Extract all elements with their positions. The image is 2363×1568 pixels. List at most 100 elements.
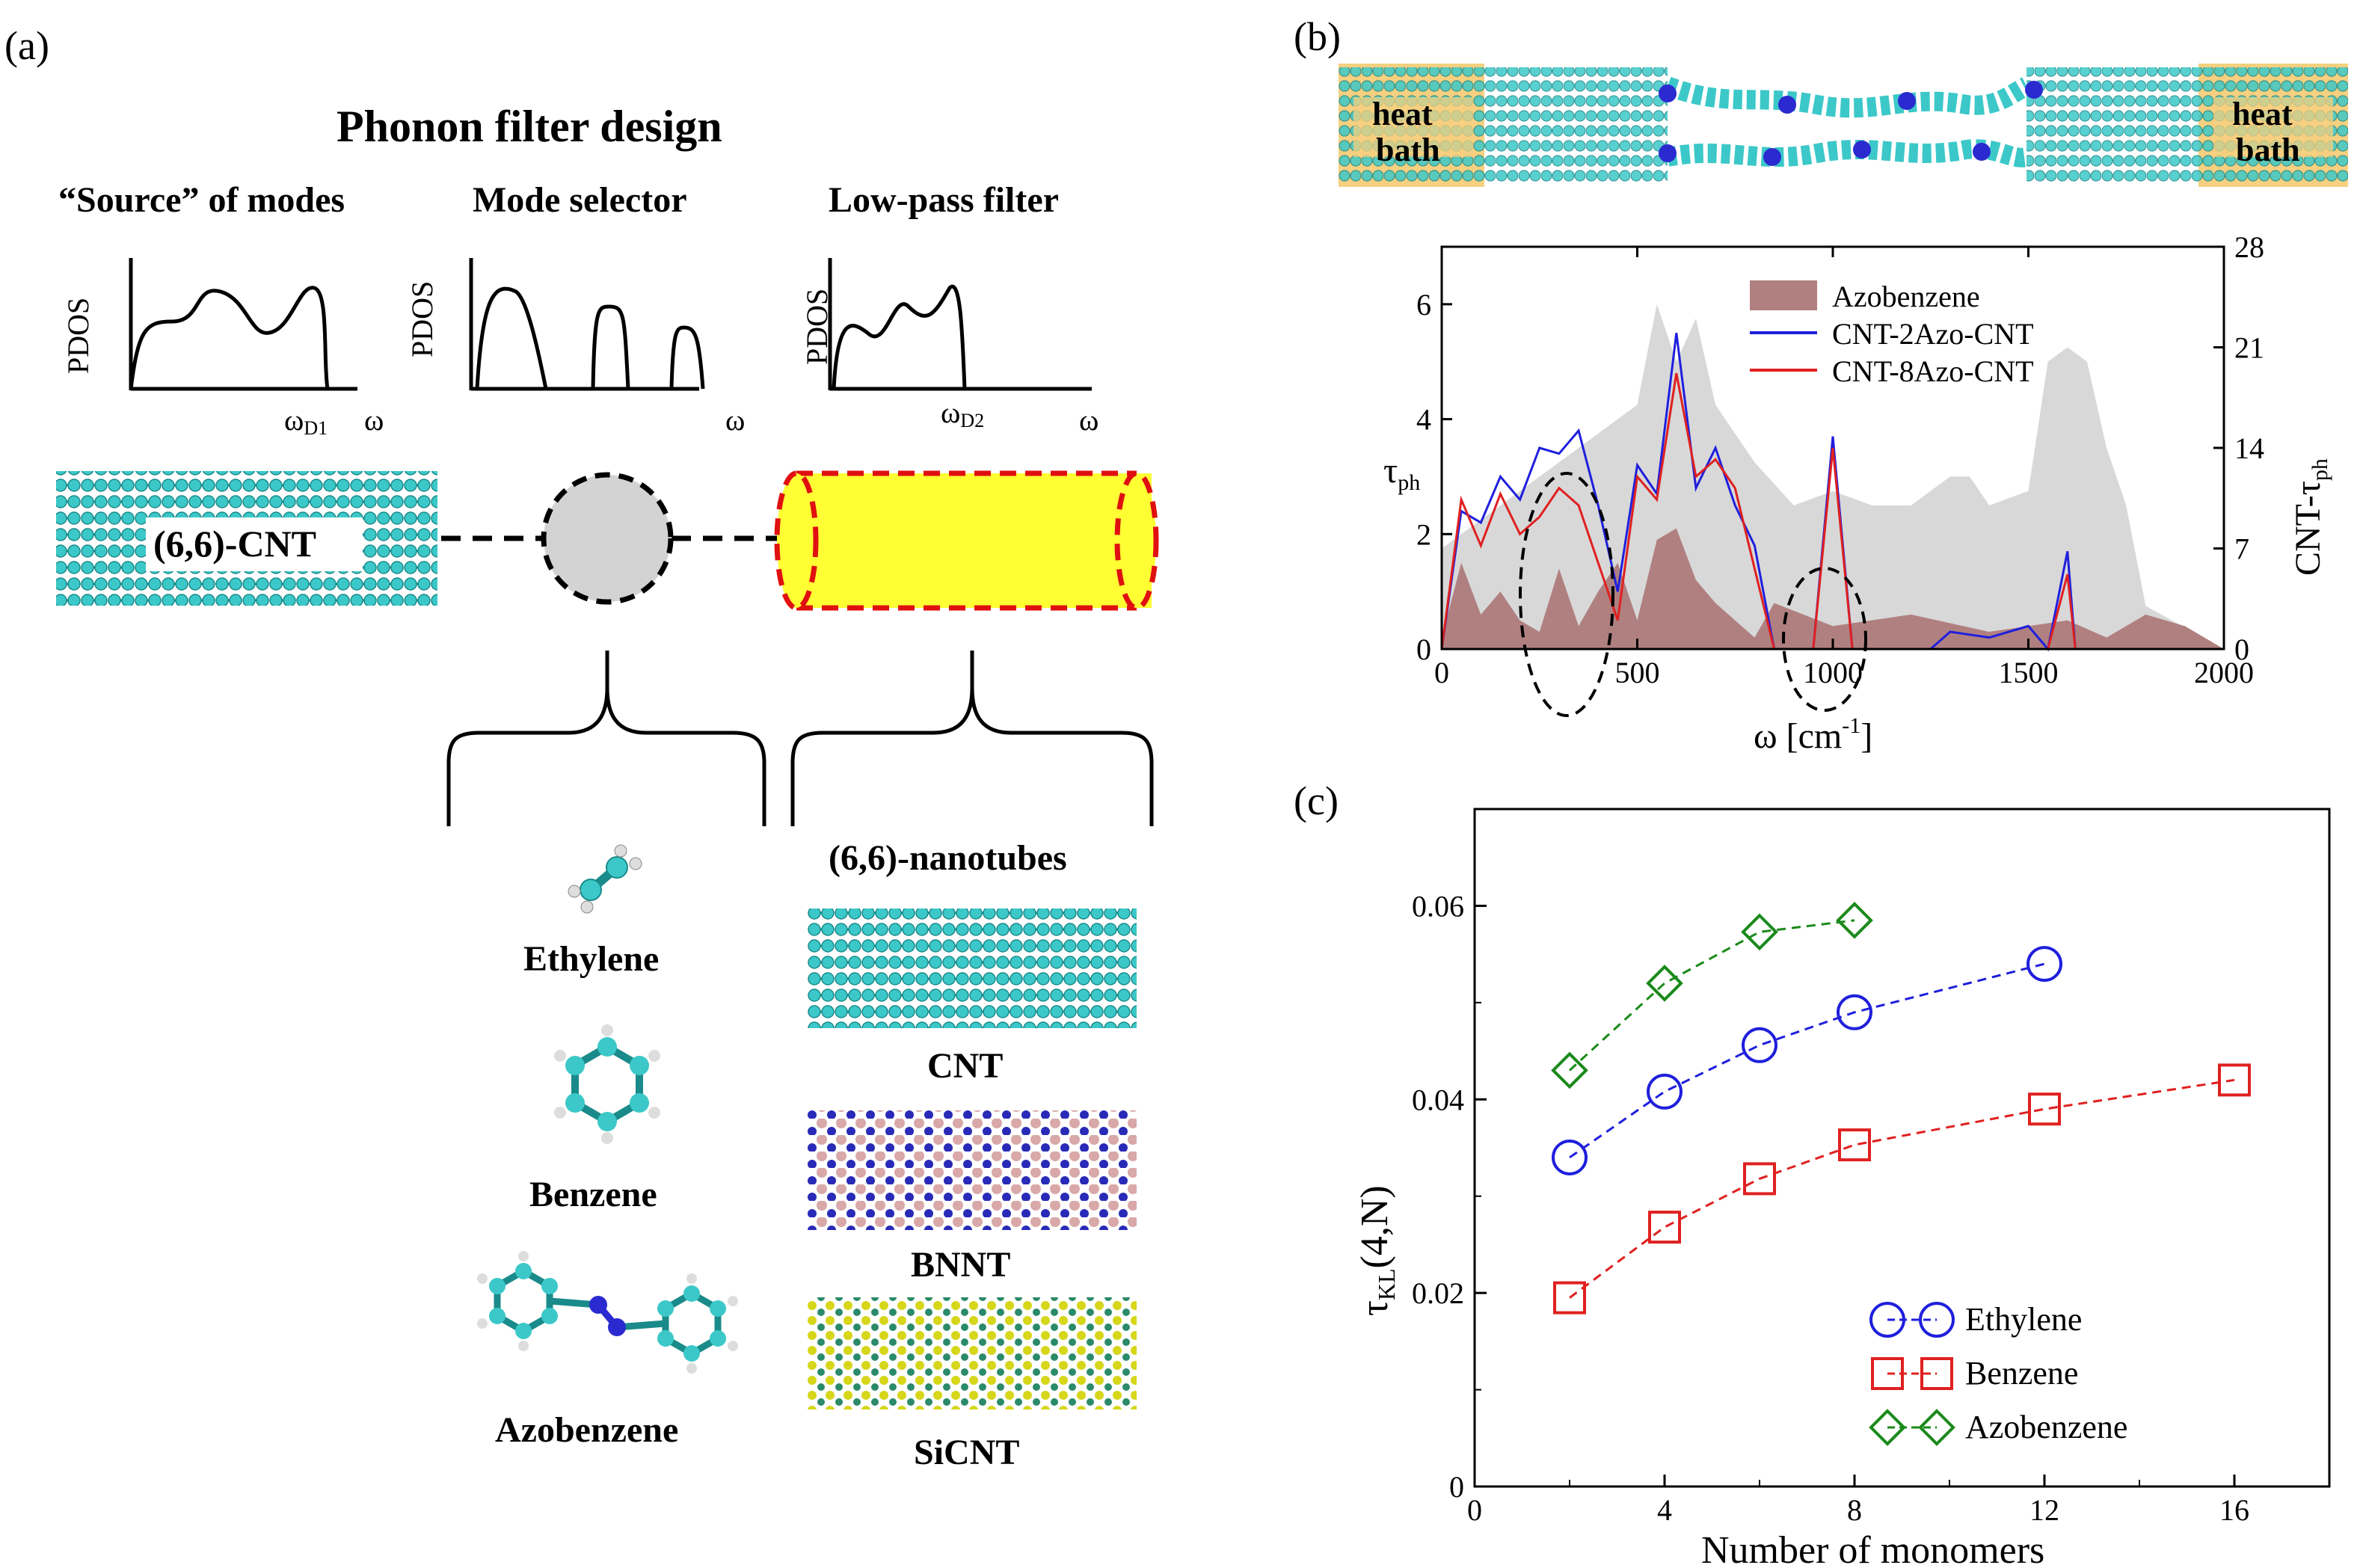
panel-a-graphics: PDOS ωD1 ω PDOS ω PDOS ωD2 ω	[56, 258, 1159, 1409]
data-point-ethylene	[1647, 1073, 1683, 1110]
molecule-label-benzene: Benzene	[529, 1175, 657, 1214]
series-line-azobenzene	[1568, 919, 1855, 1072]
molecule-label-azobenzene: Azobenzene	[495, 1410, 679, 1450]
bnnt-nanotube-image	[808, 1110, 1137, 1230]
y-tick-label: 0	[1449, 1470, 1464, 1504]
y-tick-label-left: 0	[1416, 633, 1431, 666]
pdos-label-1: PDOS	[61, 298, 95, 374]
benzene-molecule	[554, 1024, 660, 1144]
pdos-label-3: PDOS	[800, 289, 834, 365]
omega-axis-2: ω	[725, 403, 745, 437]
legend-label-benzene: Benzene	[1965, 1355, 2078, 1392]
heat-bath-right-word1: heat	[2232, 96, 2293, 132]
legend-marker-benzene	[1920, 1357, 1953, 1390]
data-point-ethylene	[1742, 1027, 1777, 1063]
cnt-nanotube-image	[808, 908, 1137, 1028]
data-point-benzene	[2218, 1063, 2251, 1097]
omega-d1: ωD1	[284, 403, 328, 439]
omega-axis-3: ω	[1079, 403, 1098, 437]
data-point-ethylene	[2026, 946, 2062, 983]
legend-label-8azo: CNT-8Azo-CNT	[1832, 354, 2034, 388]
low-pass-filter-cylinder	[774, 470, 1159, 611]
panel-a-title: Phonon filter design	[337, 102, 722, 151]
data-point-benzene	[2028, 1092, 2061, 1126]
ethylene-molecule	[568, 844, 642, 914]
legend-label-azobenzene: Azobenzene	[1965, 1409, 2127, 1445]
series-line-cnt-2azo-cnt	[1440, 333, 2224, 652]
azobenzene-molecule	[477, 1251, 738, 1374]
legend-label-2azo: CNT-2Azo-CNT	[1832, 317, 2034, 351]
data-point-benzene	[1553, 1281, 1586, 1315]
panel-b-structure: heat bath heat bath	[1339, 64, 2348, 187]
panel-c-ylabel: τKL(4,N)	[1353, 1185, 1400, 1316]
data-point-ethylene	[1552, 1139, 1588, 1175]
sicnt-nanotube-image	[808, 1297, 1137, 1409]
heat-bath-left-word2: bath	[1376, 132, 1440, 168]
data-point-benzene	[1648, 1211, 1681, 1244]
y-tick-label: 0.04	[1412, 1083, 1464, 1116]
y-tick-label-right: 21	[2234, 331, 2264, 365]
x-tick-label: 500	[1615, 656, 1660, 689]
heat-bath-right-word2: bath	[2236, 132, 2300, 168]
highlight-ellipse-2	[1782, 567, 1867, 712]
y-tick-label-right: 28	[2234, 230, 2264, 264]
heat-bath-left-word1: heat	[1372, 96, 1433, 132]
y-tick-label-right: 7	[2234, 532, 2249, 566]
y-tick-label-right: 14	[2234, 431, 2264, 465]
panel-b-ylabel-left: τph	[1383, 451, 1420, 495]
x-tick-label: 12	[2029, 1493, 2059, 1527]
brace-selector-left	[446, 651, 609, 826]
y-tick-label-left: 2	[1416, 517, 1431, 551]
data-point-azobenzene	[1646, 965, 1683, 1002]
panel-b-legend: Azobenzene CNT-2Azo-CNT CNT-8Azo-CNT	[1750, 280, 2034, 388]
legend-swatch-azobenzene	[1750, 280, 1817, 310]
panel-c-label: (c)	[1294, 778, 1339, 823]
y-tick-label: 0.02	[1412, 1276, 1464, 1310]
col-source-heading: “Source” of modes	[58, 180, 345, 220]
data-point-azobenzene	[1551, 1051, 1588, 1089]
legend-marker-azobenzene	[1918, 1409, 1955, 1446]
pdos-label-2: PDOS	[405, 281, 439, 357]
heat-bath-left-label-bg	[1353, 97, 1473, 157]
mode-selector-circle	[541, 472, 674, 605]
brace-filter-left	[790, 651, 974, 826]
data-point-azobenzene	[1836, 902, 1873, 939]
heat-bath-right-label-bg	[2213, 97, 2333, 157]
data-point-ethylene	[1837, 994, 1872, 1030]
x-tick-label: 4	[1657, 1493, 1672, 1527]
legend-label-azobenzene: Azobenzene	[1832, 280, 1980, 313]
y-tick-label-left: 6	[1416, 288, 1431, 322]
legend-marker-ethylene	[1869, 1302, 1905, 1338]
brace-filter-right	[970, 687, 1154, 826]
series-line-ethylene	[1569, 962, 2045, 1159]
panel-c-xlabel: Number of monomers	[1701, 1529, 2044, 1568]
azo-chains	[1659, 76, 2043, 167]
data-point-azobenzene	[1741, 913, 1778, 951]
x-tick-label: 8	[1847, 1493, 1862, 1527]
x-tick-label: 16	[2219, 1493, 2249, 1527]
pdos-plot-filter	[828, 258, 1092, 391]
series-line-benzene	[1569, 1078, 2235, 1299]
panel-b-xlabel: ω [cm-1]	[1754, 713, 1872, 756]
nanotube-label-bnnt: BNNT	[911, 1245, 1011, 1285]
brace-selector-right	[605, 687, 766, 826]
panel-a-label: (a)	[4, 23, 49, 68]
data-point-benzene	[1743, 1162, 1776, 1196]
cnt-source-label: (6,6)-CNT	[153, 523, 317, 565]
molecule-label-ethylene: Ethylene	[523, 939, 660, 979]
panel-b-label: (b)	[1294, 14, 1341, 59]
y-tick-label-left: 4	[1416, 403, 1431, 437]
panel-b-series-layer	[1440, 304, 2224, 652]
pdos-plot-selector	[469, 258, 705, 391]
col-filter-heading: Low-pass filter	[829, 180, 1059, 220]
legend-marker-azobenzene	[1869, 1409, 1906, 1446]
panel-c-plot-frame	[1473, 808, 2331, 1488]
x-tick-label: 1500	[1999, 656, 2059, 689]
series-area-azobenzene	[1442, 528, 2224, 649]
col-selector-heading: Mode selector	[473, 180, 687, 220]
x-tick-label: 0	[1434, 656, 1449, 689]
